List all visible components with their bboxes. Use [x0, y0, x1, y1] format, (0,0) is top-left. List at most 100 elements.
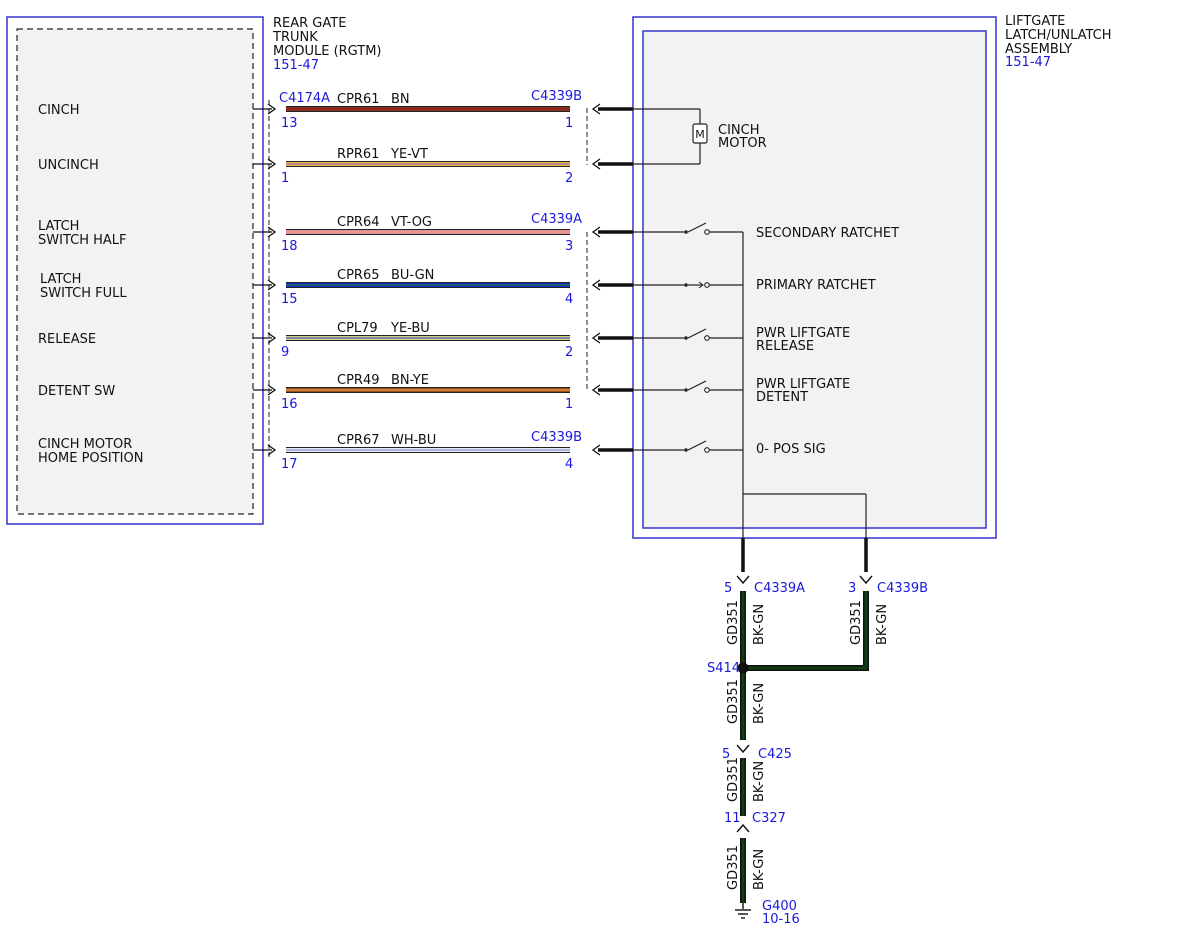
signal-cpr64-module-label-1: LATCH: [38, 219, 79, 234]
signal-cpr61-module-label: CINCH: [38, 103, 80, 118]
signal-cpr65-switch-contact-b: [704, 282, 710, 288]
detent-switch-label-2: DETENT: [756, 390, 808, 405]
signal-cpr67-rgtm-pin-chevron: [267, 444, 277, 456]
signal-cpl79-circuit-label: CPL79: [337, 321, 378, 336]
signal-cpr61-rgtm-pin[interactable]: 13: [281, 116, 298, 131]
signal-cpr65-module-label-1: LATCH: [40, 272, 81, 287]
signal-cpr61-rgtm-pin-chevron: [267, 103, 277, 115]
gd351-circuit-seg5: GD351: [726, 845, 741, 890]
pos-sig-label: 0- POS SIG: [756, 442, 826, 457]
signal-cpl79-switch-blade: [687, 328, 707, 339]
signal-rpr61-rgtm-pin[interactable]: 1: [281, 171, 289, 186]
signal-cpr61-liftgate-pin[interactable]: 1: [565, 116, 573, 131]
signal-cpr67-switch-blade: [687, 440, 707, 451]
c425-pin[interactable]: 5: [722, 747, 730, 762]
signal-cpr67-switch-contact-b: [704, 447, 710, 453]
ground-left-pin[interactable]: 5: [724, 581, 732, 596]
liftgate-title-1: LIFTGATE: [1005, 14, 1065, 29]
signal-cpr61-color-label: BN: [391, 92, 410, 107]
signal-cpr64-module-label-2: SWITCH HALF: [38, 233, 127, 248]
rgtm-title-3: MODULE (RGTM): [273, 44, 382, 59]
liftgate-ref[interactable]: 151-47: [1005, 55, 1051, 70]
signal-cpr65-circuit-label: CPR65: [337, 268, 380, 283]
gd351-color-seg2: BK-GN: [875, 604, 890, 645]
gd351-color-seg3: BK-GN: [752, 683, 767, 724]
signal-rpr61-color-label: YE-VT: [390, 147, 428, 162]
signal-cpr67-liftgate-connector[interactable]: C4339B: [531, 430, 582, 445]
rgtm-module-inner: [16, 28, 254, 515]
signal-cpr65-liftgate-pin[interactable]: 4: [565, 292, 573, 307]
signal-rpr61-rgtm-pin-chevron: [267, 158, 277, 170]
connector-c4339b-pin3: [859, 575, 873, 585]
signal-cpr64-liftgate-pin-chevron: [591, 226, 601, 238]
rgtm-module-outer[interactable]: [6, 16, 264, 525]
signal-cpr64-switch-contact-b: [704, 229, 710, 235]
release-switch-label-2: RELEASE: [756, 339, 814, 354]
splice-s414: [737, 662, 749, 674]
signal-cpr65-switch-arrow: [698, 281, 704, 289]
rgtm-title-2: TRUNK: [272, 30, 318, 45]
signal-cpr49-switch-contact-a: [684, 388, 688, 392]
signal-cpl79-liftgate-pin[interactable]: 2: [565, 345, 573, 360]
signal-cpr64-switch-blade: [687, 222, 707, 233]
gd351-circuit-seg2: GD351: [849, 600, 864, 645]
liftgate-assembly-outer[interactable]: [632, 16, 997, 539]
detent-switch-label-1: PWR LIFTGATE: [756, 377, 850, 392]
signal-cpr67-circuit-label: CPR67: [337, 433, 380, 448]
rgtm-connector-label[interactable]: C4174A: [279, 91, 330, 106]
signal-rpr61-liftgate-pin[interactable]: 2: [565, 171, 573, 186]
ground-circuit[interactable]: [735, 538, 873, 919]
signal-rpr61-circuit-label: RPR61: [337, 147, 379, 162]
signal-cpr64-liftgate-pin[interactable]: 3: [565, 239, 573, 254]
rgtm-ref[interactable]: 151-47: [273, 58, 319, 73]
signal-cpr67-color-label: WH-BU: [391, 433, 436, 448]
splice-label[interactable]: S414: [707, 661, 740, 676]
motor-symbol: M: [695, 128, 705, 141]
signal-cpr61-liftgate-connector[interactable]: C4339B: [531, 89, 582, 104]
c425-connector[interactable]: C425: [758, 747, 792, 762]
signal-cpr67-module-label-1: CINCH MOTOR: [38, 437, 132, 452]
signal-cpr67-rgtm-pin[interactable]: 17: [281, 457, 298, 472]
connector-c425: [736, 744, 750, 754]
c327-connector[interactable]: C327: [752, 811, 786, 826]
gd351-circuit-seg3: GD351: [726, 679, 741, 724]
c327-pin[interactable]: 11: [724, 811, 741, 826]
connector-c327: [736, 823, 750, 833]
ground-point-ref[interactable]: 10-16: [762, 912, 800, 927]
signal-rpr61-module-label: UNCINCH: [38, 158, 99, 173]
signal-cpr49-rgtm-pin-chevron: [267, 384, 277, 396]
signal-cpr65-rgtm-pin-chevron: [267, 279, 277, 291]
cinch-motor[interactable]: M: [632, 108, 708, 165]
gd351-circuit-seg4: GD351: [726, 757, 741, 802]
signal-cpr49-liftgate-pin-chevron: [591, 384, 601, 396]
ground-right-pin[interactable]: 3: [848, 581, 856, 596]
gd351-circuit-seg1: GD351: [726, 600, 741, 645]
signal-cpr61-circuit-label: CPR61: [337, 92, 380, 107]
signal-cpr64-color-label: VT-OG: [391, 215, 432, 230]
signal-cpl79-switch-contact-b: [704, 335, 710, 341]
release-switch-label-1: PWR LIFTGATE: [756, 326, 850, 341]
signal-cpr49-circuit-label: CPR49: [337, 373, 380, 388]
signal-cpr67-module-label-2: HOME POSITION: [38, 451, 143, 466]
gd351-color-seg4: BK-GN: [752, 761, 767, 802]
ground-point-label[interactable]: G400: [762, 899, 797, 914]
ground-right-connector[interactable]: C4339B: [877, 581, 928, 596]
signal-cpr64-liftgate-connector[interactable]: C4339A: [531, 212, 582, 227]
signal-cpl79-switch-contact-a: [684, 336, 688, 340]
signal-cpr64-rgtm-pin[interactable]: 18: [281, 239, 298, 254]
signal-cpr65-switch-contact-a: [684, 283, 688, 287]
signal-cpr65-rgtm-pin[interactable]: 15: [281, 292, 298, 307]
gd351-color-seg5: BK-GN: [752, 849, 767, 890]
signal-cpr49-rgtm-pin[interactable]: 16: [281, 397, 298, 412]
signal-cpr49-switch-blade: [687, 380, 707, 391]
signal-cpl79-liftgate-pin-chevron: [591, 332, 601, 344]
signal-cpl79-rgtm-pin[interactable]: 9: [281, 345, 289, 360]
signal-cpr65-color-label: BU-GN: [391, 268, 434, 283]
signal-cpr64-switch-contact-a: [684, 230, 688, 234]
signal-cpr67-liftgate-pin[interactable]: 4: [565, 457, 573, 472]
ground-left-connector[interactable]: C4339A: [754, 581, 805, 596]
gd351-color-seg1: BK-GN: [752, 604, 767, 645]
signal-cpr49-liftgate-pin[interactable]: 1: [565, 397, 573, 412]
